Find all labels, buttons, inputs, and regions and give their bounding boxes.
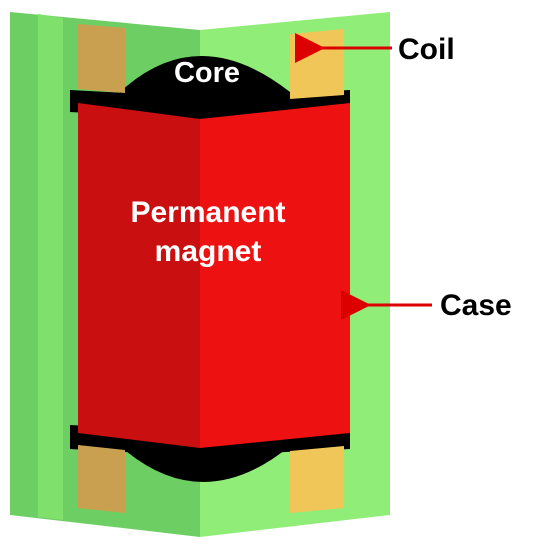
magnet-label-line1: Permanent (130, 196, 285, 229)
case-left-inner-strip (38, 14, 63, 520)
core-label: Core (174, 57, 240, 89)
magnet-left-face (78, 103, 200, 448)
magnet-label-line2: magnet (155, 235, 262, 268)
case-label: Case (440, 289, 512, 322)
core-top (120, 56, 290, 100)
coil-bottom-left (78, 445, 125, 513)
coil-bottom-right (290, 446, 344, 513)
coil-top-left (78, 24, 125, 93)
magnet-right-face (200, 103, 350, 448)
coil-label: Coil (398, 33, 455, 66)
permanent-magnet (78, 103, 350, 448)
coil-top-right (290, 29, 344, 99)
